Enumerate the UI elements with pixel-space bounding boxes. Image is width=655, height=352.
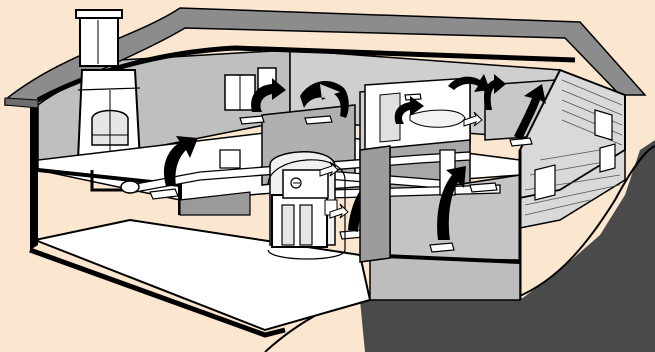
window-right-middle [535, 165, 555, 200]
furnace-icon [270, 152, 337, 247]
pump [121, 181, 139, 193]
basement-center-wall [360, 146, 390, 262]
roof-fascia [5, 98, 38, 108]
left-exterior-wall [30, 100, 38, 250]
chimney-icon [76, 10, 122, 66]
window-right-upper [595, 110, 612, 140]
upper-room-fixture [410, 110, 465, 127]
fireplace-icon [78, 70, 140, 160]
window-back-left [225, 75, 255, 110]
window-right-lower [600, 144, 615, 172]
